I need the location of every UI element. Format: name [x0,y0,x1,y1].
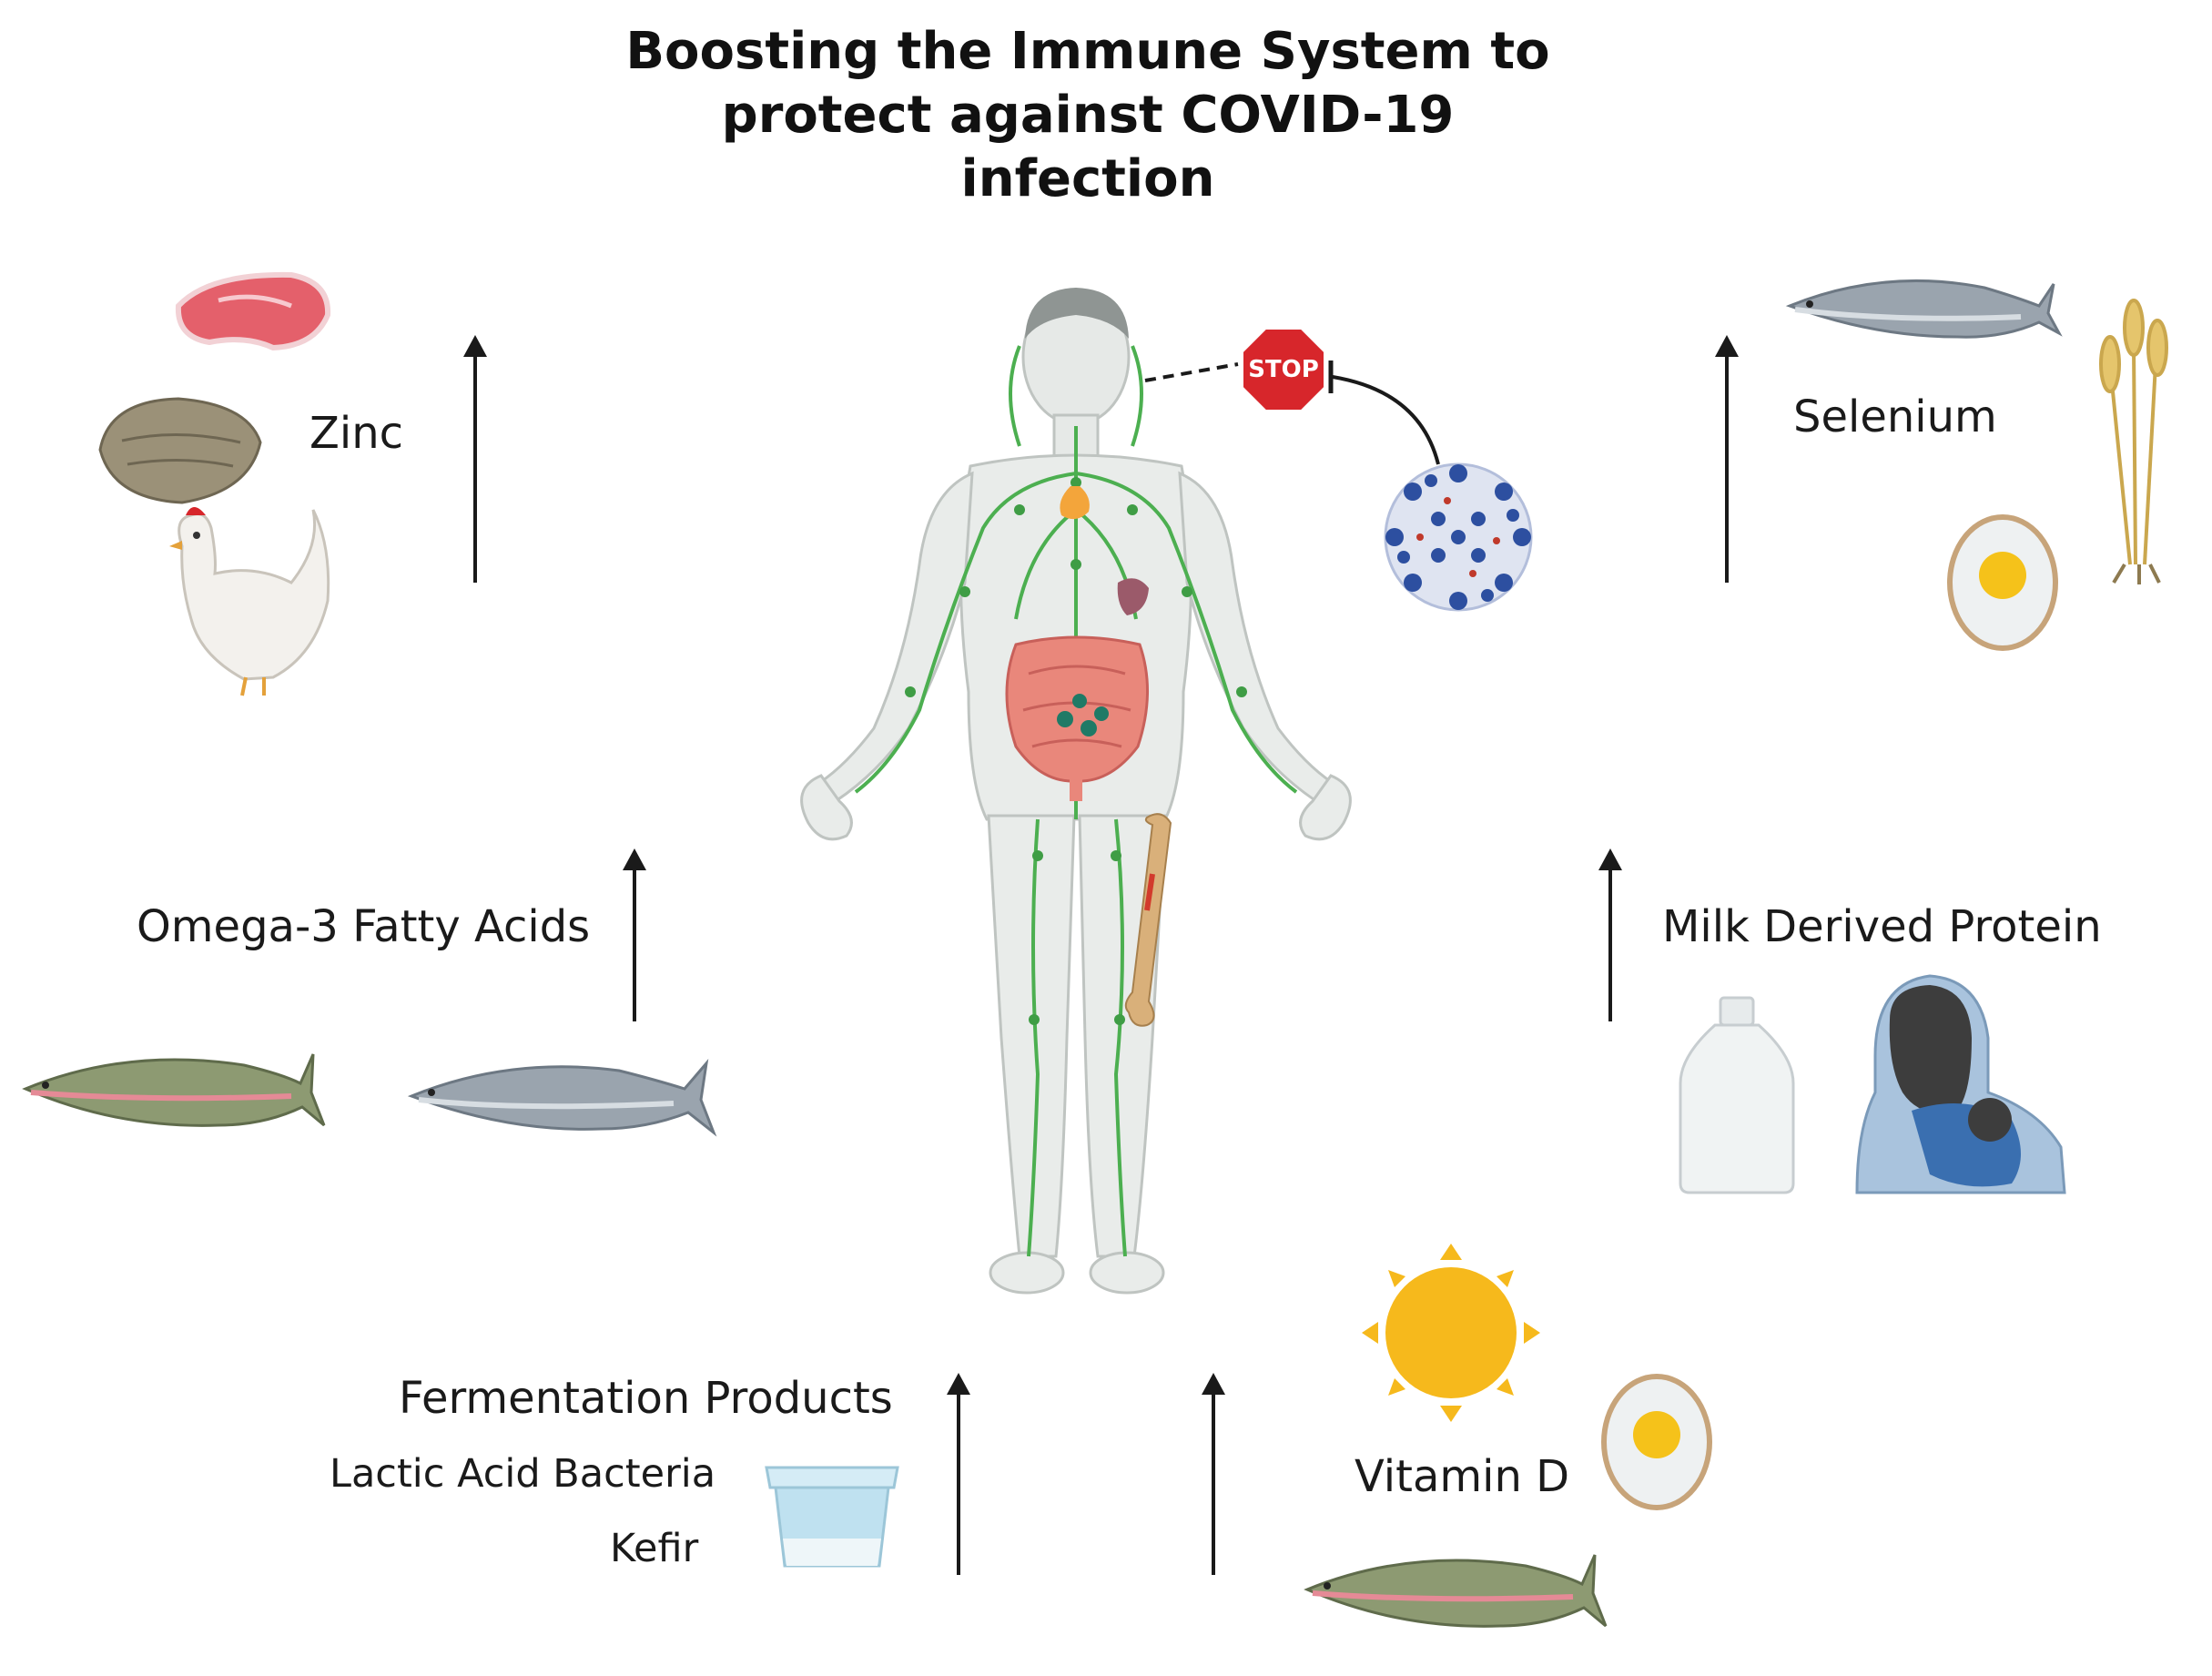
wheat-icon [2099,299,2168,584]
breastfeeding-mother-icon [1855,974,2066,1194]
trout-icon [1304,1554,1608,1628]
oyster-icon [98,397,262,504]
arrow-selenium [1715,335,1739,583]
inhibition-line [1328,361,1440,465]
arrow-zinc [463,335,487,583]
yogurt-cup-icon [765,1466,899,1568]
thymus-organ [1060,486,1090,520]
label-omega3: Omega-3 Fatty Acids [137,901,591,952]
diagram-title: Boosting the Immune System to protect ag… [0,20,2176,211]
milk-bottle-icon [1679,996,1795,1194]
arrow-milk-protein [1598,848,1622,1021]
label-vitamin-d: Vitamin D [1355,1451,1570,1502]
spleen-organ [1117,578,1149,615]
label-zinc: Zinc [309,408,404,459]
femur-bone [1124,813,1172,1027]
stop-sign-text: STOP [1248,356,1319,383]
title-line-1: Boosting the Immune System to [625,22,1550,81]
egg-icon [1601,1374,1712,1510]
label-milk-protein: Milk Derived Protein [1662,901,2102,952]
stop-dashed-line [1144,362,1239,382]
egg-icon [1947,514,2058,651]
trout-icon [22,1053,326,1127]
label-selenium: Selenium [1793,391,1997,442]
lymph-nodes [905,477,1247,1025]
title-line-2: protect against COVID-19 [721,86,1455,145]
arrow-vitamin-d [1202,1373,1225,1575]
meat-steak-icon [175,271,331,351]
coronavirus-icon [1384,462,1533,612]
label-kefir: Kefir [610,1526,699,1571]
salmon-icon [407,1059,717,1137]
sun-icon [1362,1244,1540,1422]
title-line-3: infection [960,149,1215,208]
arrow-fermentation [947,1373,970,1575]
label-lactic-acid-bacteria: Lactic Acid Bacteria [330,1451,716,1497]
label-fermentation: Fermentation Products [399,1373,893,1424]
stop-sign [1240,326,1327,413]
arrow-omega3 [623,848,646,1021]
chicken-icon [169,507,330,696]
salmon-icon [1785,279,2063,339]
intestine-organ [1005,635,1150,801]
